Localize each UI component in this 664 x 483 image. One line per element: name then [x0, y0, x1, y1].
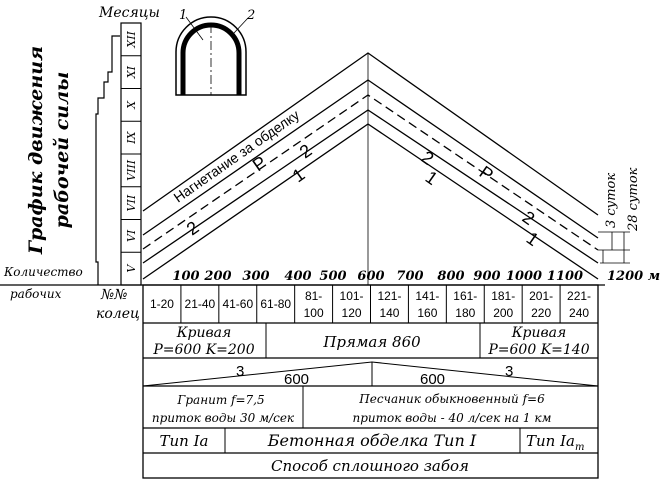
- ring-label-2: колец: [96, 306, 140, 322]
- ring-range-top: 201-: [529, 289, 553, 303]
- label-2-left-upper: 2: [296, 140, 316, 162]
- chainage-label: 1000: [506, 269, 542, 284]
- months-list: XII XI X IX VIII VII VI V: [121, 30, 141, 273]
- ring-range: 1-20: [150, 297, 174, 311]
- rings-row: 1-20 21-40 41-60 61-80 81- 100 101- 120 121- 140 1…: [150, 285, 591, 323]
- chainage-label: 300: [242, 269, 269, 284]
- progress-lines: [142, 52, 599, 285]
- slope-right: 3: [505, 363, 513, 380]
- left-curve-line1: Кривая: [176, 325, 232, 341]
- length-right: 600: [420, 371, 445, 388]
- geology-right-line1: Песчаник обыкновенный f=6: [358, 392, 545, 406]
- month-label: XII: [125, 30, 138, 48]
- label-2-left-lower: 2: [183, 217, 203, 239]
- ring-range-bottom: 140: [379, 306, 399, 320]
- ring-range-top: 181-: [491, 289, 515, 303]
- ring-range: 41-60: [222, 297, 253, 311]
- count-label-2: рабочих: [10, 287, 62, 301]
- vertical-title: График движения рабочей силы: [25, 46, 73, 255]
- line-1-bottom: [142, 123, 599, 280]
- title-line-1: График движения: [25, 46, 47, 255]
- label-1-right-upper: 1: [422, 167, 442, 189]
- mark-28-days: 28 суток: [626, 167, 641, 232]
- ring-range-top: 221-: [567, 289, 591, 303]
- workforce-step-line: [95, 35, 120, 285]
- ring-range-bottom: 120: [342, 306, 362, 320]
- label-2-right-upper: 2: [418, 147, 438, 169]
- right-curve-line2: P=600 K=140: [487, 342, 589, 358]
- longitudinal-profile: [142, 361, 599, 387]
- left-curve-line2: P=600 K=200: [152, 342, 254, 358]
- chainage-label: 1100: [547, 269, 583, 284]
- month-label: IX: [125, 130, 138, 144]
- ring-range-bottom: 240: [569, 306, 589, 320]
- lining-center: Бетонная обделка Тип I: [267, 431, 477, 450]
- chainage-label: 1200 м: [607, 269, 660, 284]
- callout-1: 1: [179, 8, 187, 23]
- length-left: 600: [284, 371, 309, 388]
- label-injection: Нагнетание за обделку: [171, 107, 303, 206]
- ring-range-top: 141-: [415, 289, 439, 303]
- lining-right: Тип Iат: [526, 432, 584, 453]
- month-label: VIII: [125, 159, 138, 181]
- slope-left: 3: [236, 363, 244, 380]
- right-curve-line1: Кривая: [511, 325, 567, 341]
- chainage-label: 400: [284, 269, 311, 284]
- geology-right-line2: приток воды - 40 л/сек на 1 км: [352, 411, 551, 425]
- month-label: VI: [125, 229, 138, 242]
- ring-range-bottom: 100: [304, 306, 324, 320]
- method-label: Способ сплошного забоя: [271, 457, 469, 475]
- chainage-label: 600: [357, 269, 384, 284]
- label-2-right-lower: 2: [519, 207, 539, 229]
- chainage-label: 500: [319, 269, 346, 284]
- month-label: X: [125, 100, 138, 110]
- ring-range-bottom: 180: [455, 306, 475, 320]
- ring-range-bottom: 200: [493, 306, 513, 320]
- ring-label-1: №№: [100, 287, 128, 303]
- time-dimensions: 3 суток 28 суток: [598, 167, 641, 264]
- straight-section: Прямая 860: [322, 333, 421, 351]
- months-header: Месяцы: [98, 5, 160, 21]
- month-label: V: [125, 264, 138, 273]
- ring-range: 61-80: [260, 297, 291, 311]
- chainage-label: 700: [396, 269, 423, 284]
- label-P-left: Р: [249, 152, 270, 175]
- ring-range-bottom: 160: [417, 306, 437, 320]
- lining-left: Тип Iа: [160, 432, 209, 450]
- month-label: VII: [125, 194, 138, 211]
- ring-range: 21-40: [185, 297, 216, 311]
- ring-range-top: 121-: [377, 289, 401, 303]
- tunnel-cross-section-icon: 1 2: [175, 8, 255, 96]
- geology-left-line2: приток воды 30 м/сек: [152, 411, 295, 425]
- ring-range-bottom: 220: [531, 306, 551, 320]
- mark-3-days: 3 суток: [604, 173, 619, 228]
- ring-range-top: 81-: [305, 289, 322, 303]
- count-label-1: Количество: [3, 265, 83, 279]
- callout-2: 2: [246, 8, 255, 23]
- title-line-2: рабочей силы: [51, 72, 73, 229]
- chainage-row: 100 200 300 400 500 600 700 800 900 1000 1100 1200 …: [172, 269, 660, 284]
- geology-left-line1: Гранит f=7,5: [176, 393, 264, 407]
- ring-range-top: 101-: [340, 289, 364, 303]
- ring-range-top: 161-: [453, 289, 477, 303]
- chainage-label: 100: [172, 269, 199, 284]
- chainage-label: 900: [473, 269, 500, 284]
- chainage-label: 200: [203, 269, 231, 284]
- chainage-label: 800: [437, 269, 464, 284]
- month-label: XI: [125, 65, 138, 79]
- label-P-right: Р: [476, 162, 497, 185]
- table-frame: [142, 284, 599, 479]
